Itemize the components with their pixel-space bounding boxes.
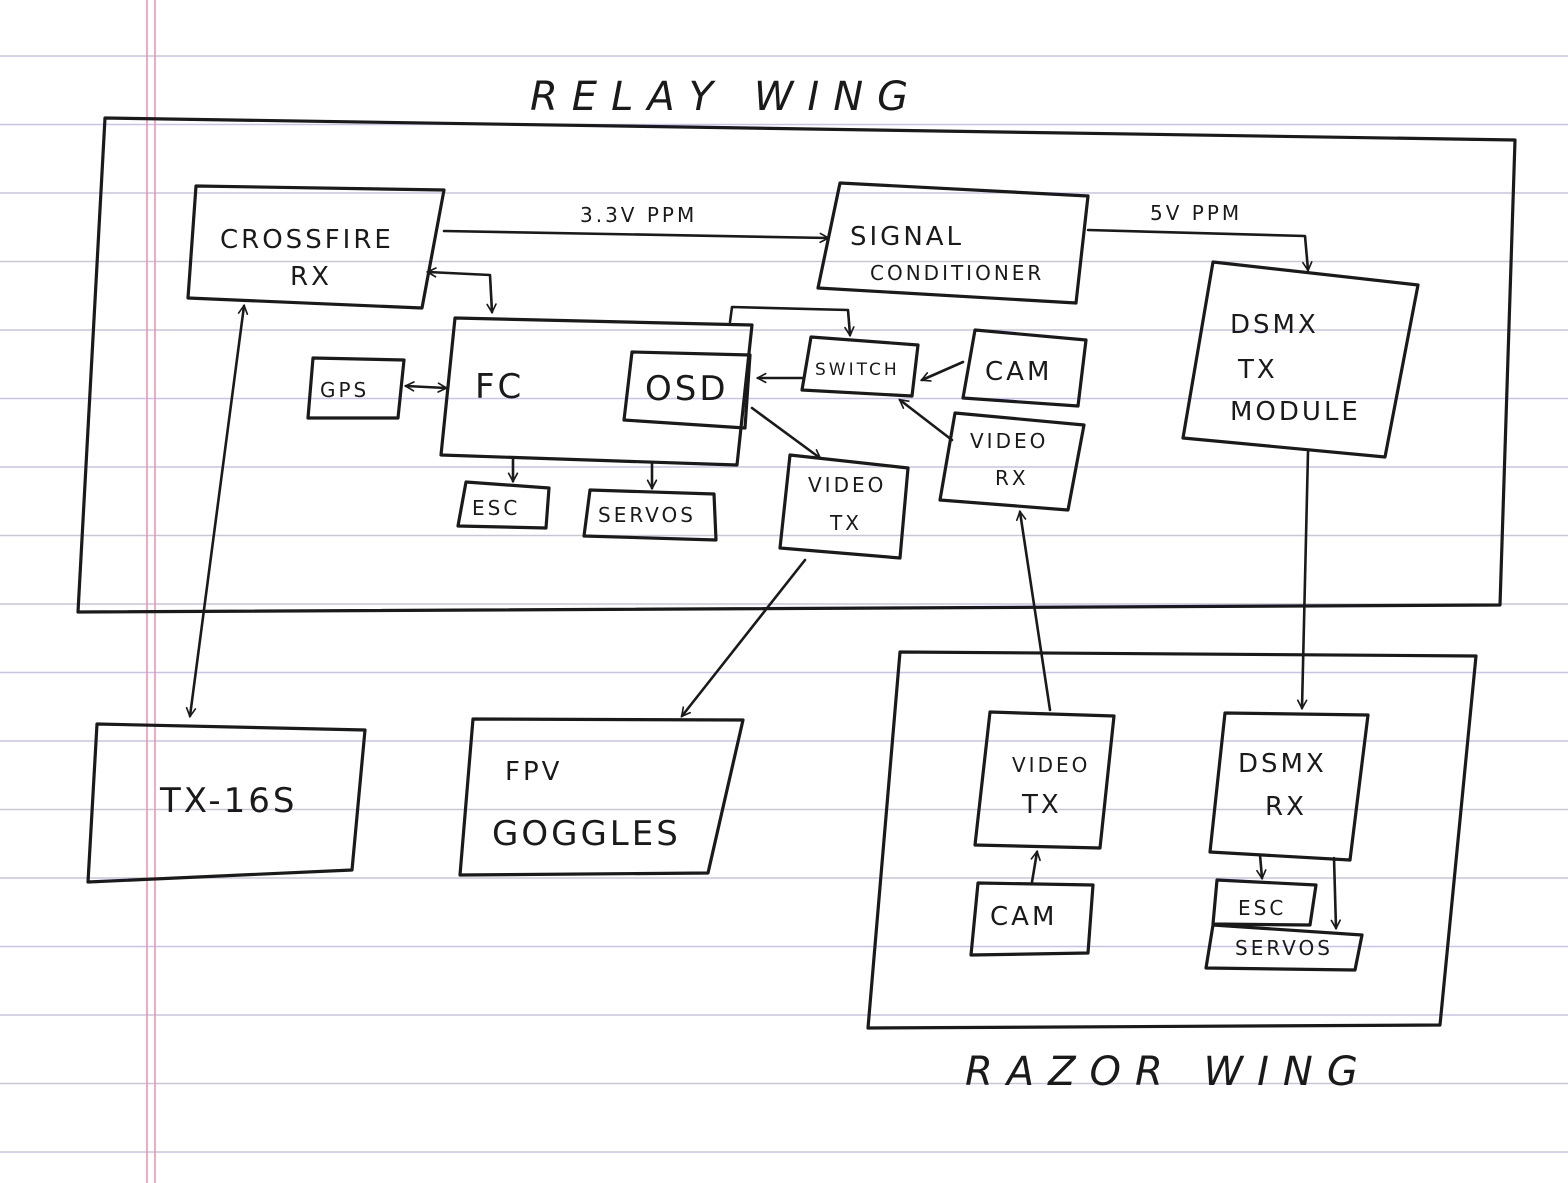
fpv-goggles-label-2: GOGGLES <box>492 814 681 854</box>
gps-block[interactable]: GPS <box>306 356 406 420</box>
relay-video-rx-block[interactable]: VIDEO RX <box>938 411 1086 512</box>
relay-cam-label: CAM <box>985 357 1052 387</box>
razor-cam-block[interactable]: CAM <box>969 881 1095 957</box>
wire-razor-video-tx-to-video-rx <box>1020 512 1052 712</box>
wire-signal-conditioner-to-dsmx-tx <box>1086 228 1308 270</box>
wire-video-tx-goggles <box>682 558 807 716</box>
wire-osd-video-tx <box>750 406 820 458</box>
fpv-goggles-label-1: FPV <box>505 757 562 787</box>
wire-gps-fc <box>406 386 446 388</box>
relay-wing-group <box>76 116 1517 614</box>
wire-crossfire-to-signal-conditioner <box>442 229 828 238</box>
fc-block[interactable]: FC <box>439 316 754 467</box>
crossfire-rx-label-1: CROSSFIRE <box>220 225 394 255</box>
relay-esc-label: ESC <box>472 496 520 520</box>
wire-crossfire-tx16s <box>190 306 244 716</box>
wire-label-5v-ppm: 5V PPM <box>1150 201 1242 225</box>
signal-conditioner-label-1: SIGNAL <box>850 222 964 252</box>
connections: 3.3V PPM 5V PPM <box>190 201 1336 928</box>
relay-esc-block[interactable]: ESC <box>456 480 551 530</box>
dsmx-tx-label-1: DSMX <box>1230 310 1319 340</box>
dsmx-rx-block[interactable]: DSMX RX <box>1208 711 1370 862</box>
relay-wing-title: RELAY WING <box>530 74 922 120</box>
razor-cam-label: CAM <box>990 902 1057 932</box>
tx16s-label: TX-16S <box>159 781 297 821</box>
gps-label: GPS <box>320 378 369 402</box>
relay-servos-block[interactable]: SERVOS <box>582 488 718 542</box>
razor-servos-block[interactable]: SERVOS <box>1204 923 1364 972</box>
switch-block[interactable]: SWITCH <box>800 335 920 398</box>
dsmx-rx-label-2: RX <box>1265 792 1307 822</box>
razor-video-tx-block[interactable]: VIDEO TX <box>973 710 1116 850</box>
relay-video-tx-block[interactable]: VIDEO TX <box>778 453 910 560</box>
razor-esc-block[interactable]: ESC <box>1211 878 1318 927</box>
razor-wing-title: RAZOR WING <box>965 1049 1372 1095</box>
relay-servos-label: SERVOS <box>598 503 696 527</box>
relay-video-tx-label-1: VIDEO <box>808 473 886 497</box>
razor-esc-label: ESC <box>1238 896 1286 920</box>
wire-dsmx-rx-to-servos <box>1334 856 1336 928</box>
wire-fc-switch <box>728 305 850 335</box>
osd-label: OSD <box>645 369 729 409</box>
wire-crossfire-fc <box>428 272 492 312</box>
dsmx-tx-label-2: TX <box>1237 355 1278 385</box>
relay-video-rx-label-2: RX <box>995 466 1029 490</box>
osd-block[interactable]: OSD <box>622 350 752 430</box>
crossfire-rx-block[interactable]: CROSSFIRE RX <box>186 184 446 310</box>
wire-video-rx-switch <box>900 400 954 442</box>
fc-label: FC <box>475 367 524 407</box>
razor-wing-group <box>866 650 1478 1030</box>
tx16s-block[interactable]: TX-16S <box>86 722 367 884</box>
wire-razor-cam-to-video-tx <box>1032 852 1037 884</box>
signal-conditioner-block[interactable]: SIGNAL CONDITIONER <box>816 181 1090 305</box>
relay-video-rx-label-1: VIDEO <box>970 429 1048 453</box>
wire-cam-switch <box>922 360 965 380</box>
signal-conditioner-label-2: CONDITIONER <box>870 261 1044 285</box>
dsmx-rx-label-1: DSMX <box>1238 749 1327 779</box>
crossfire-rx-label-2: RX <box>290 262 332 292</box>
relay-video-tx-label-2: TX <box>829 511 862 535</box>
wire-dsmx-tx-to-dsmx-rx <box>1302 450 1310 708</box>
fpv-goggles-block[interactable]: FPV GOGGLES <box>458 717 745 877</box>
razor-video-tx-label-2: TX <box>1021 790 1062 820</box>
razor-video-tx-label-1: VIDEO <box>1012 753 1090 777</box>
switch-label: SWITCH <box>815 360 900 380</box>
dsmx-tx-module-block[interactable]: DSMX TX MODULE <box>1181 260 1420 459</box>
wire-dsmx-rx-to-esc <box>1260 853 1262 878</box>
wire-label-3v3-ppm: 3.3V PPM <box>580 203 697 227</box>
relay-cam-block[interactable]: CAM <box>961 328 1088 408</box>
razor-servos-label: SERVOS <box>1235 936 1333 960</box>
dsmx-tx-label-3: MODULE <box>1230 397 1361 427</box>
ruled-lines <box>0 55 1568 1153</box>
